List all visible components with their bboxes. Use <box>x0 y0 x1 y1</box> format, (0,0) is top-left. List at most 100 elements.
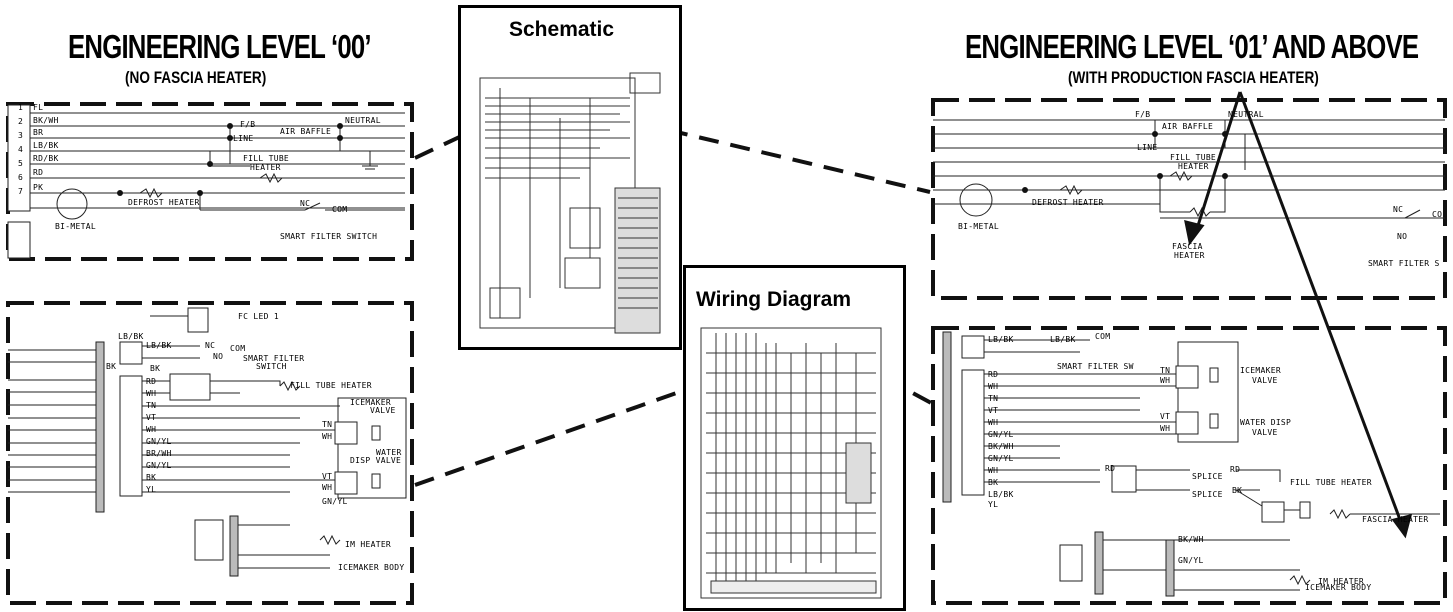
rt-fascia-heater-label: HEATER <box>1174 251 1205 260</box>
tn-label: TN <box>322 420 333 429</box>
rb-wh-label-2: WH <box>1160 424 1171 433</box>
lb-wire-3: TN <box>146 401 157 410</box>
rt-smart-filter-label: SMART FILTER S <box>1368 259 1440 268</box>
vt-label: VT <box>322 472 333 481</box>
right-top-frame <box>931 98 1447 300</box>
bk-label: BK <box>106 362 117 371</box>
rb-wire-12: YL <box>988 500 999 509</box>
rb-wire-2: WH <box>988 382 999 391</box>
lb-wire-7: BR/WH <box>146 449 172 458</box>
icemaker-label: ICEMAKER <box>350 398 391 407</box>
schematic-title: Schematic <box>509 18 615 41</box>
icemaker-body-label: ICEMAKER BODY <box>338 563 405 572</box>
rb-bk-label: BK <box>1232 486 1243 495</box>
lb-wire-5: WH <box>146 425 157 434</box>
lb-wire-10: YL <box>146 485 157 494</box>
defrost-heater-label: DEFROST HEATER <box>128 198 200 207</box>
rb-wire-5: WH <box>988 418 999 427</box>
rb-wire-11: LB/BK <box>988 490 1014 499</box>
right-top-wires <box>933 119 1445 219</box>
rb-lbbk-label: LB/BK <box>988 335 1014 344</box>
left-bottom-frame <box>6 301 414 605</box>
lb-wire-4: VT <box>146 413 157 422</box>
fc-led-label: FC LED 1 <box>238 312 279 321</box>
wire-rdbk: RD/BK <box>33 154 59 163</box>
valve-label: VALVE <box>370 406 396 415</box>
wiring-thumbnail <box>700 327 882 599</box>
rt-line-label: LINE <box>1137 143 1158 152</box>
wiring-diagram-panel: Wiring Diagram <box>683 265 906 611</box>
rb-water-disp-label: WATER DISP <box>1240 418 1292 427</box>
rt-fascia-label: FASCIA <box>1172 242 1203 251</box>
rb-rd-label: RD <box>1105 464 1116 473</box>
pin-2: 2 <box>18 117 24 126</box>
water-label: WATER <box>376 448 402 457</box>
smart-filter-label: SMART FILTER <box>243 354 305 363</box>
neutral-label: NEUTRAL <box>345 116 381 125</box>
im-heater-label: IM HEATER <box>345 540 392 549</box>
arrows <box>1184 91 1413 539</box>
wh-label-2: WH <box>322 483 333 492</box>
line-label: LINE <box>233 134 254 143</box>
smart-filter-switch-label: SMART FILTER SWITCH <box>280 232 378 241</box>
wire-bkwh: BK/WH <box>33 116 59 125</box>
air-baffle-label: AIR BAFFLE <box>280 127 332 136</box>
lb-wire-1: RD <box>146 377 157 386</box>
rb-icemaker-label: ICEMAKER <box>1240 366 1281 375</box>
wire-fl: FL <box>33 103 44 112</box>
left-heading-subtitle: (NO FASCIA HEATER) <box>125 68 267 87</box>
rb-vt-label: VT <box>1160 412 1171 421</box>
lb-wire-8: GN/YL <box>146 461 172 470</box>
fb-label: F/B <box>240 120 256 129</box>
rb-gnyl-label: GN/YL <box>1178 556 1204 565</box>
wire-lbbk: LB/BK <box>33 141 59 150</box>
rb-tn-label: TN <box>1160 366 1171 375</box>
rt-fb-label: F/B <box>1135 110 1151 119</box>
left-bottom-wires <box>8 307 407 577</box>
rb-valve-label: VALVE <box>1252 376 1278 385</box>
rt-defrost-heater-label: DEFROST HEATER <box>1032 198 1104 207</box>
right-heading-title: ENGINEERING LEVEL ‘01’ AND ABOVE <box>965 28 1419 65</box>
wh-label: WH <box>322 432 333 441</box>
pin-3: 3 <box>18 131 24 140</box>
rb-valve2-label: VALVE <box>1252 428 1278 437</box>
rb-fill-tube-heater-label: FILL TUBE HEATER <box>1290 478 1372 487</box>
bk-label-2: BK <box>150 364 161 373</box>
rb-icemaker-body-label: ICEMAKER BODY <box>1305 583 1372 592</box>
rb-lbbk-label-2: LB/BK <box>1050 335 1076 344</box>
schematic-thumbnail <box>479 72 661 334</box>
no-label: NO <box>213 352 224 361</box>
rb-com-label: COM <box>1095 332 1111 341</box>
lbbk-wire-label: LB/BK <box>146 341 172 350</box>
rb-splice-label: SPLICE <box>1192 472 1223 481</box>
wiring-diagram-title: Wiring Diagram <box>696 288 851 311</box>
com-bottom-label: COM <box>230 344 246 353</box>
rb-wire-8: GN/YL <box>988 454 1014 463</box>
disp-valve-label: DISP VALVE <box>350 456 402 465</box>
rb-bkwh-label: BK/WH <box>1178 535 1204 544</box>
rb-wh-label: WH <box>1160 376 1171 385</box>
wire-pk: PK <box>33 183 44 192</box>
nc-label: NC <box>300 199 311 208</box>
lb-wire-9: BK <box>146 473 157 482</box>
rt-bimetal-label: BI-METAL <box>958 222 999 231</box>
switch-label: SWITCH <box>256 362 287 371</box>
fill-tube-heater-label: HEATER <box>250 163 281 172</box>
wire-rd: RD <box>33 168 44 177</box>
lbbk-label: LB/BK <box>118 332 144 341</box>
rt-fill-tube-heater-label: HEATER <box>1178 162 1209 171</box>
rb-wire-4: VT <box>988 406 999 415</box>
com-label: COM <box>332 205 348 214</box>
rb-wire-3: TN <box>988 394 999 403</box>
rt-co-label: CO <box>1432 210 1443 219</box>
rb-im-heater-label: IM HEATER <box>1318 577 1365 586</box>
rb-wire-10: BK <box>988 478 999 487</box>
gnyl-label: GN/YL <box>322 497 348 506</box>
rb-fascia-heater-label: FASCIA HEATER <box>1362 515 1429 524</box>
lb-wire-6: GN/YL <box>146 437 172 446</box>
rt-air-baffle-label: AIR BAFFLE <box>1162 122 1214 131</box>
rb-wire-6: GN/YL <box>988 430 1014 439</box>
schematic-panel: Schematic <box>458 5 682 350</box>
rt-neutral-label: NEUTRAL <box>1228 110 1264 119</box>
